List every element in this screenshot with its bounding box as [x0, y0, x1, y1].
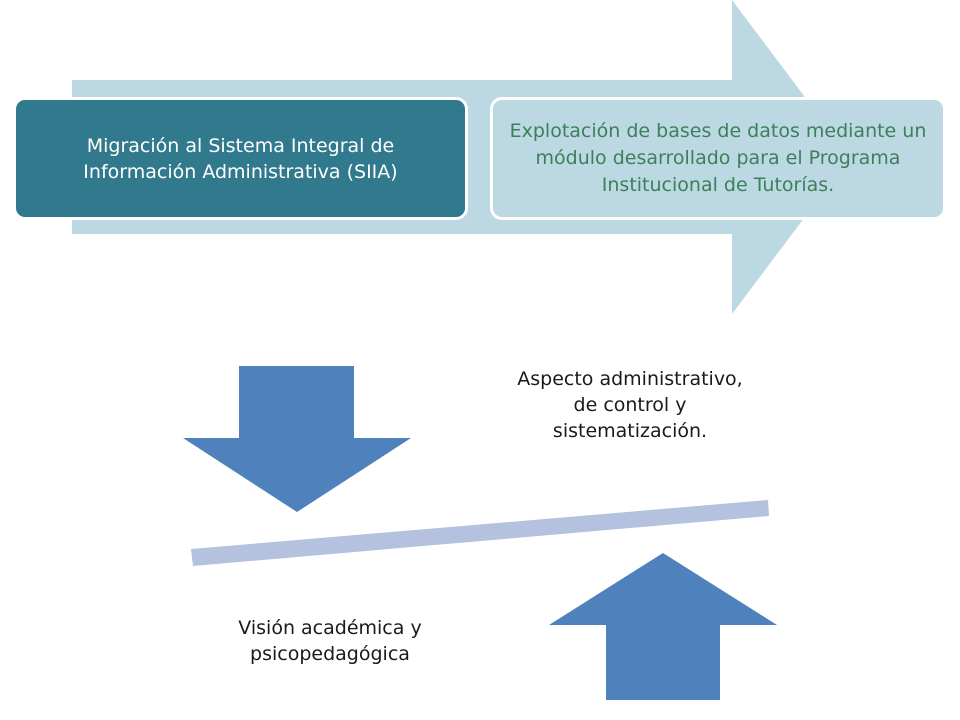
process-step-database-text: Explotación de bases de datos mediante u… [509, 120, 927, 196]
administrative-aspect-label: Aspecto administrativo, de control y sis… [517, 368, 743, 442]
process-step-siia-text: Migración al Sistema Integral de Informa… [83, 134, 398, 183]
balance-beam [191, 500, 769, 566]
process-step-database: Explotación de bases de datos mediante u… [490, 97, 946, 220]
academic-vision-label: Visión académica y psicopedagógica [238, 617, 422, 665]
process-step-siia: Migración al Sistema Integral de Informa… [13, 97, 468, 220]
down-arrow [183, 366, 411, 512]
up-arrow [549, 553, 777, 700]
